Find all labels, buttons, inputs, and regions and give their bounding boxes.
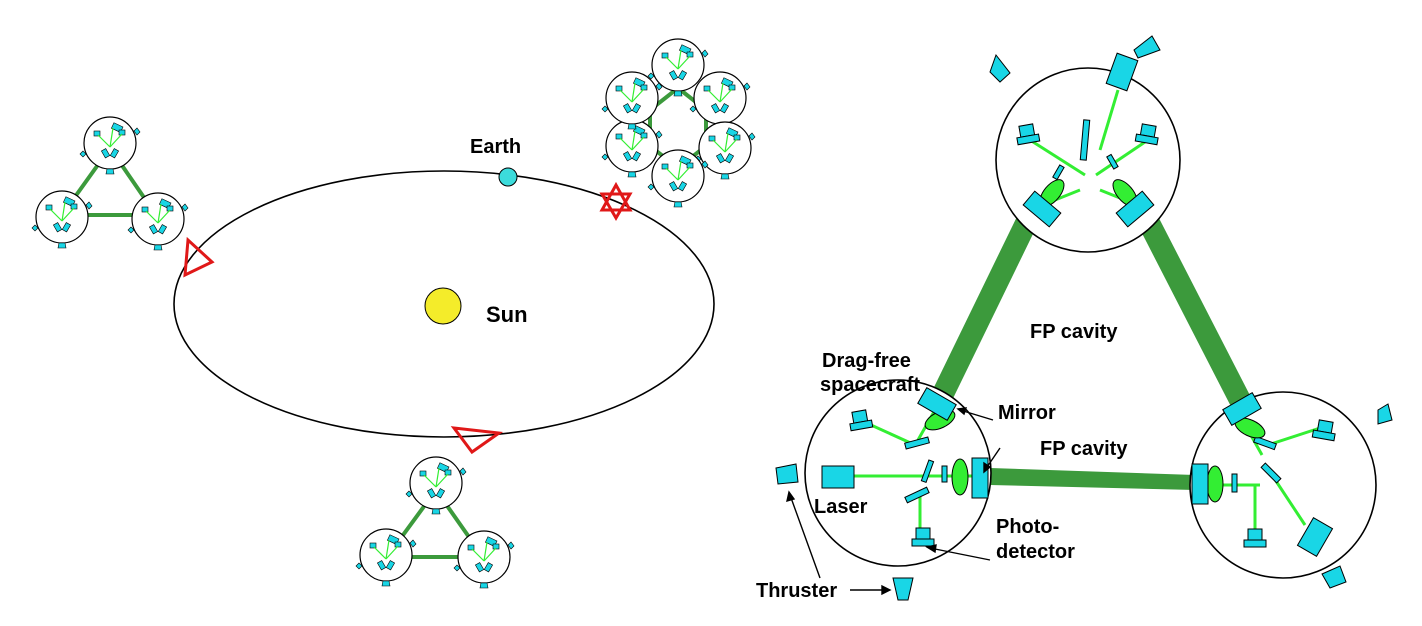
thruster-icon [989, 53, 1011, 83]
thruster-icon [1377, 403, 1393, 425]
triangle-formation-marker-left [183, 236, 215, 278]
hexagram-formation-marker [599, 181, 633, 221]
fp-cavity-beam-right [1135, 209, 1250, 406]
spacecraft-top [989, 35, 1181, 253]
thruster-icon [892, 577, 914, 601]
orbit-ellipse [173, 170, 715, 438]
fp-cavity-label-bottom: FP cavity [1040, 438, 1128, 460]
triangle-formation-left [31, 116, 189, 251]
orbit-panel: Sun Earth [31, 38, 756, 589]
drag-free-label-line1: Drag-free [822, 350, 911, 372]
fp-cavity-beam-left [930, 210, 1040, 405]
drag-free-label-line2: spacecraft [820, 374, 920, 396]
spacecraft-left [775, 379, 992, 601]
thruster-icon [775, 463, 799, 485]
fp-cavity-beam-bottom [990, 468, 1195, 490]
sun-label: Sun [486, 302, 528, 327]
thruster-label: Thruster [756, 580, 837, 602]
thruster-icon [1133, 35, 1161, 59]
fp-cavity-label-top: FP cavity [1030, 321, 1118, 343]
photo-detector-label-line2: detector [996, 541, 1075, 563]
detail-panel: FP cavity FP cavity Drag-free spacecraft… [756, 35, 1393, 602]
hexagon-formation [601, 38, 756, 208]
thruster-icon [1321, 565, 1347, 589]
triangle-formation-marker-bottom [450, 426, 504, 455]
earth-icon [498, 167, 518, 187]
earth-label: Earth [470, 136, 521, 158]
laser-label: Laser [814, 496, 868, 518]
mirror-label: Mirror [998, 402, 1056, 424]
photo-detector-label-line1: Photo- [996, 516, 1059, 538]
triangle-formation-bottom [355, 456, 515, 589]
spacecraft-right [1189, 391, 1393, 589]
sun-icon [424, 287, 462, 325]
